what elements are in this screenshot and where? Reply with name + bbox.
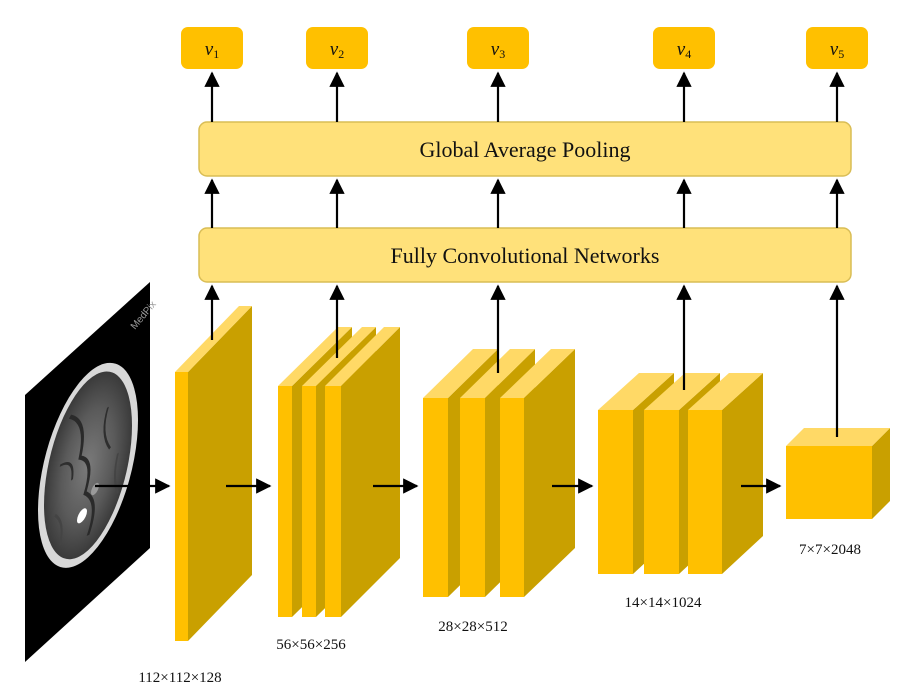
fully-convolutional-networks-label: Fully Convolutional Networks — [391, 243, 660, 268]
output-v2-symbol: v — [330, 39, 339, 60]
feature-block-stage-4 — [598, 373, 763, 574]
svg-text:v3: v3 — [491, 39, 505, 61]
output-v4-symbol: v — [677, 39, 686, 60]
feature-block-stage-2 — [278, 327, 400, 617]
feature-block-stage-1 — [175, 306, 252, 641]
output-v4-sub: 4 — [685, 47, 691, 61]
arrows-blocks-to-fcn — [204, 284, 845, 437]
output-v4: v4 — [653, 27, 715, 69]
svg-text:v5: v5 — [830, 39, 844, 61]
dims-stage-4: 14×14×1024 — [625, 595, 702, 611]
feature-block-stage-3 — [423, 349, 575, 597]
output-boxes: v1 v2 v3 v4 v5 — [181, 27, 868, 69]
svg-text:v2: v2 — [330, 39, 344, 61]
output-v3: v3 — [467, 27, 529, 69]
input-ct-image: MedPix — [25, 282, 159, 662]
global-average-pooling-label: Global Average Pooling — [420, 137, 631, 162]
output-v3-symbol: v — [491, 39, 500, 60]
global-average-pooling-box: Global Average Pooling — [198, 121, 852, 177]
dims-stage-3: 28×28×512 — [438, 619, 507, 635]
dims-stage-1: 112×112×128 — [138, 670, 221, 686]
output-v1-symbol: v — [205, 39, 214, 60]
dimension-labels: 112×112×128 56×56×256 28×28×512 14×14×10… — [138, 542, 861, 686]
dims-stage-5: 7×7×2048 — [799, 542, 861, 558]
fully-convolutional-networks-box: Fully Convolutional Networks — [198, 227, 852, 283]
output-v1: v1 — [181, 27, 243, 69]
output-v3-sub: 3 — [499, 47, 505, 61]
output-v5-sub: 5 — [838, 47, 844, 61]
output-v2: v2 — [306, 27, 368, 69]
feature-block-stage-5 — [786, 428, 890, 519]
output-v1-sub: 1 — [213, 47, 219, 61]
svg-text:v1: v1 — [205, 39, 219, 61]
arrows-pooling-to-outputs — [204, 71, 845, 122]
svg-text:v4: v4 — [677, 39, 691, 61]
arrows-fcn-to-pooling — [204, 178, 845, 228]
output-v5: v5 — [806, 27, 868, 69]
output-v5-symbol: v — [830, 39, 839, 60]
output-v2-sub: 2 — [338, 47, 344, 61]
dims-stage-2: 56×56×256 — [276, 637, 346, 653]
